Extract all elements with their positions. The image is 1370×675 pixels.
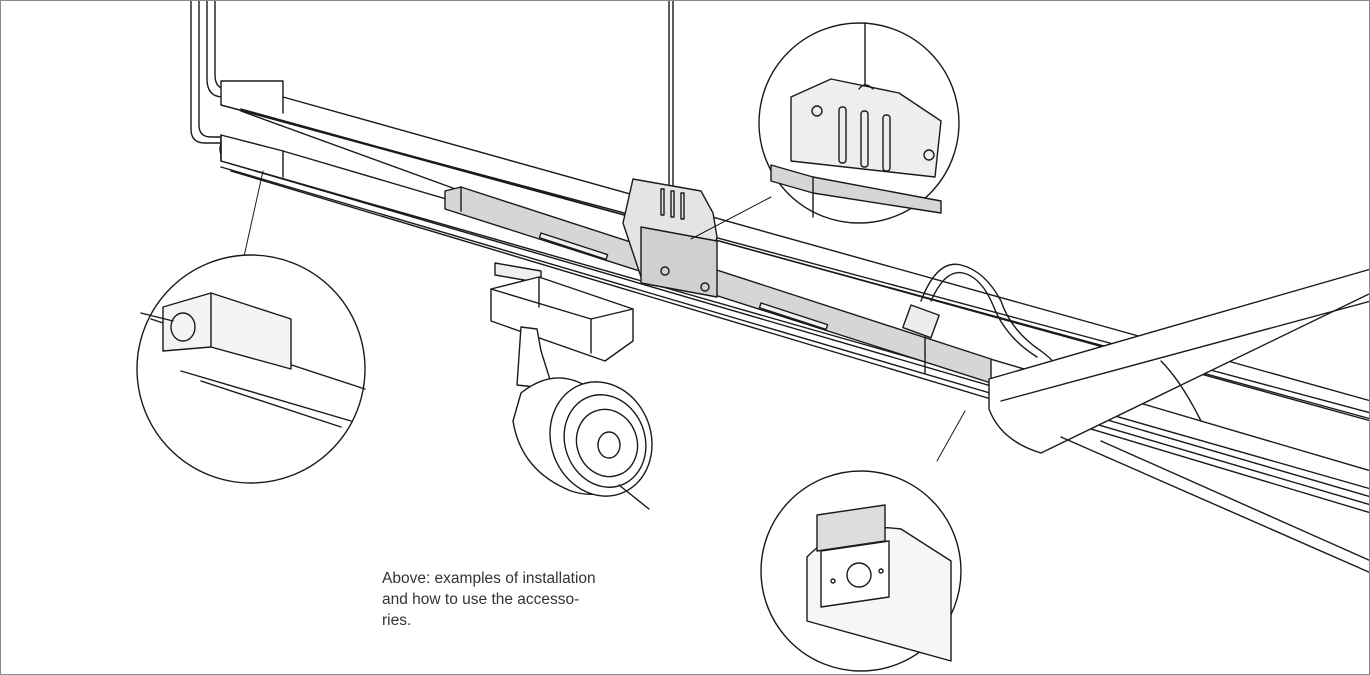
leader-lines [242,170,966,462]
power-cable [902,263,1058,374]
suspension-bracket [622,1,718,298]
spotlight-adapter [490,262,634,390]
detail-circle-bracket [758,22,960,224]
caption-line-3: ries. [382,612,412,629]
installation-caption: Above: examples of installation and how … [382,568,692,631]
diffuser-tube [988,268,1369,573]
detail-circle-end-cap [136,254,366,484]
detail-circle-diffuser [760,470,962,672]
mounting-profile [444,186,992,384]
spotlight-head [512,377,653,510]
caption-line-2: and how to use the accesso- [382,591,580,608]
caption-line-1: Above: examples of installation [382,570,596,587]
